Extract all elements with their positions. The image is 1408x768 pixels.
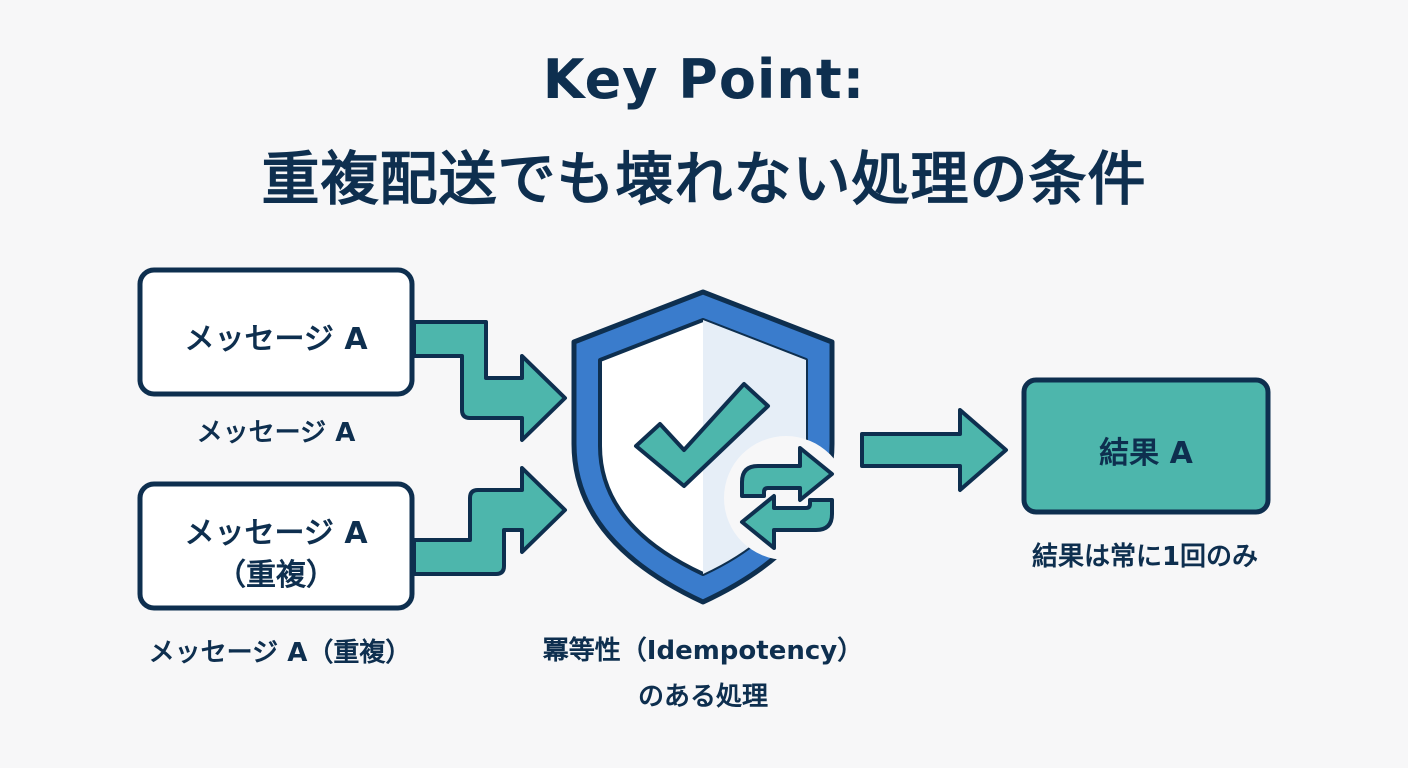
message-a-duplicate-label-line2: （重複） xyxy=(216,558,336,593)
processing-caption-line2: のある処理 xyxy=(637,682,768,712)
processing-caption-line1: 冪等性（Idempotency） xyxy=(542,636,864,666)
message-a-duplicate-label-line1: メッセージ A xyxy=(184,516,368,551)
message-a-label: メッセージ A xyxy=(184,322,368,357)
refresh-icon xyxy=(724,436,848,560)
arrow-right-icon xyxy=(412,320,567,442)
result-box xyxy=(1021,377,1271,515)
arrow-right-icon xyxy=(860,408,1008,492)
message-a-duplicate-caption: メッセージ A（重複） xyxy=(148,638,412,668)
result-caption: 結果は常に1回のみ xyxy=(1031,542,1259,572)
title-line-2: 重複配送でも壊れない処理の条件 xyxy=(261,145,1147,213)
message-a-caption: メッセージ A xyxy=(196,418,356,448)
check-icon xyxy=(634,382,770,488)
result-a-label: 結果 A xyxy=(1099,436,1193,471)
title-line-1: Key Point: xyxy=(542,48,866,111)
arrow-right-icon xyxy=(412,466,567,576)
